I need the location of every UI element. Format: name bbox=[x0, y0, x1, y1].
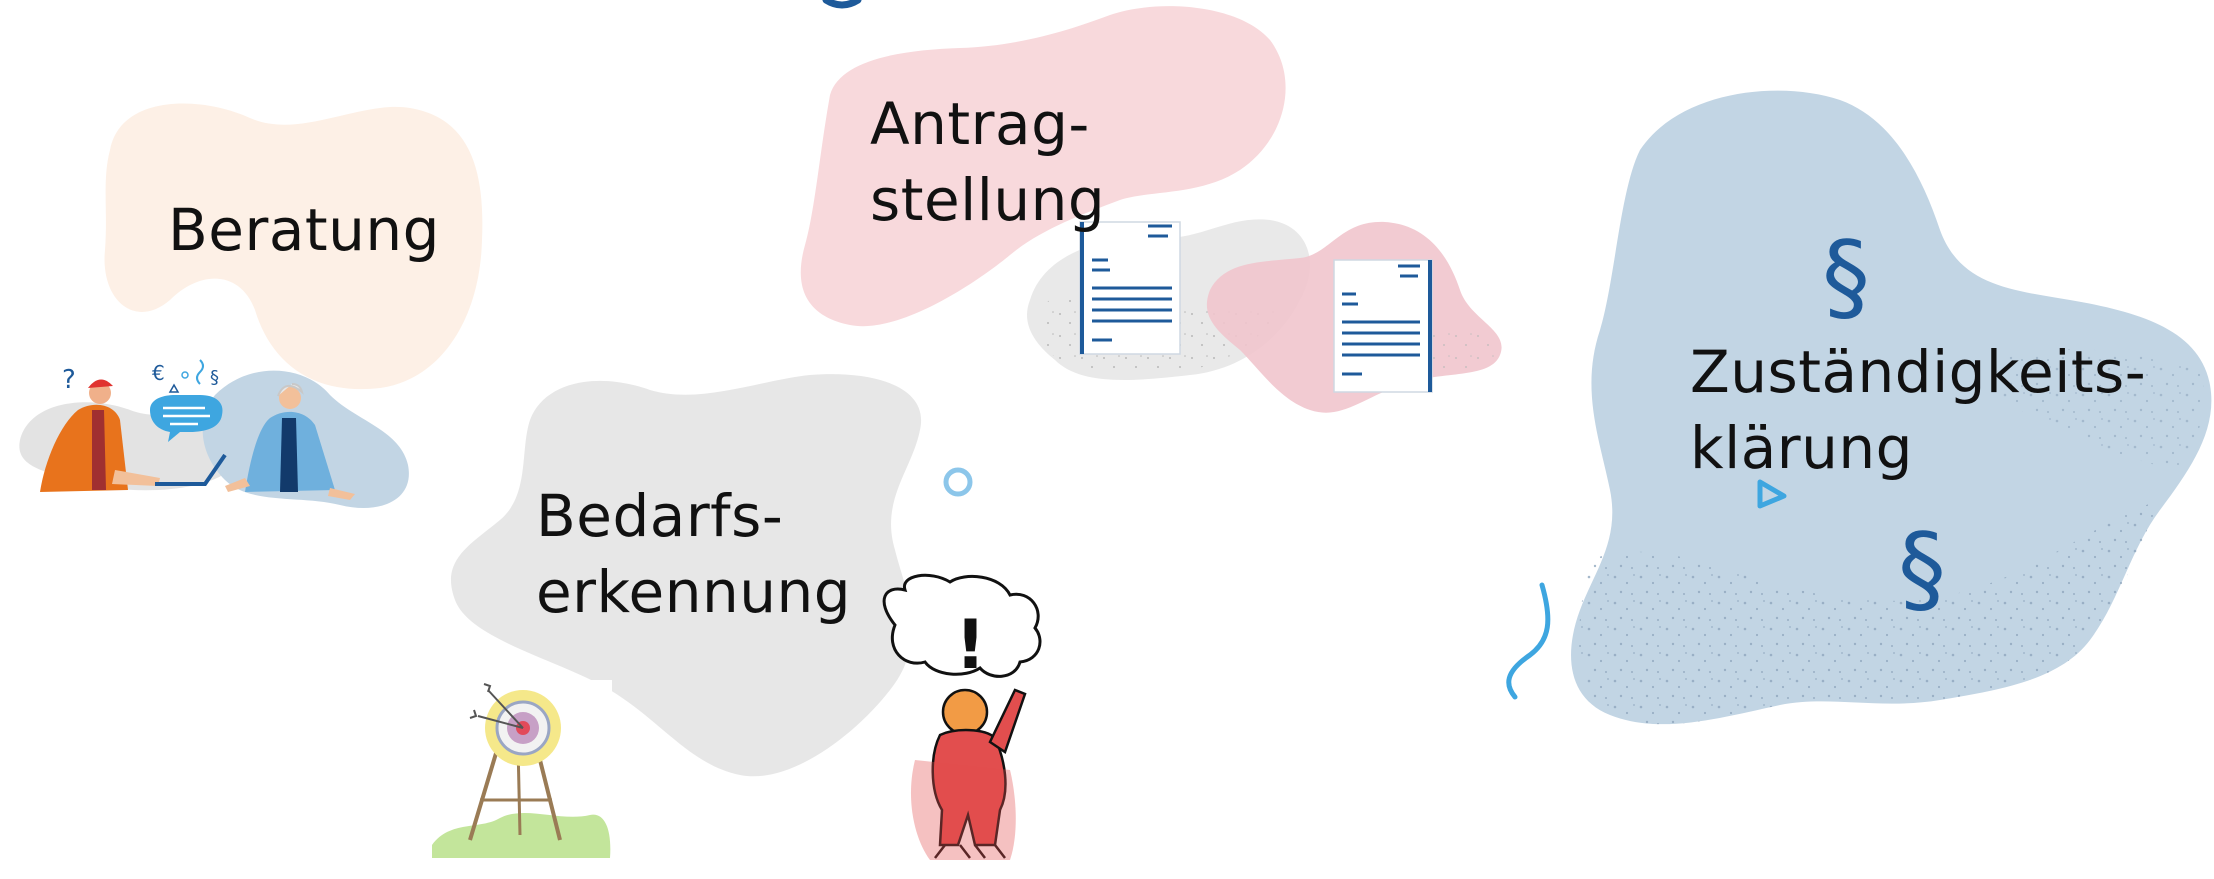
beratung-blob bbox=[104, 103, 483, 390]
small-ring bbox=[943, 467, 973, 497]
antragstellung-label: Antrag- stellung bbox=[870, 86, 1105, 238]
person-right-hair bbox=[277, 383, 304, 397]
squiggle-small bbox=[196, 359, 204, 385]
figure-scribble bbox=[910, 760, 1016, 860]
thought-bubble bbox=[882, 573, 1042, 678]
person-right-arm bbox=[225, 478, 250, 492]
beratung-label: Beratung bbox=[168, 192, 440, 268]
exclamation-figure-illustration: ! bbox=[882, 467, 1042, 860]
bedarf-blob bbox=[451, 374, 922, 777]
antragstellung-line-2: stellung bbox=[870, 166, 1106, 234]
target-easel-icon bbox=[432, 680, 612, 860]
circle-small bbox=[181, 371, 189, 379]
zustaendig-speckles-2 bbox=[2000, 349, 2204, 470]
paragraph-icon-1: § bbox=[1822, 221, 1870, 333]
paragraph-small-icon: § bbox=[210, 367, 219, 388]
bedarfserkennung-group: ! bbox=[432, 374, 1042, 860]
question-mark-icon: ? bbox=[62, 365, 76, 395]
person-left-arm bbox=[112, 470, 160, 486]
grass bbox=[432, 812, 611, 858]
antrag-blob bbox=[800, 6, 1286, 327]
triangle-small bbox=[168, 383, 180, 393]
bedarfserkennung-label: Bedarfs- erkennung bbox=[536, 478, 851, 630]
antragstellung-line-1: Antrag- bbox=[870, 90, 1090, 158]
laptop bbox=[155, 453, 227, 486]
figure-body bbox=[931, 728, 1007, 847]
bedarfserkennung-line-1: Bedarfs- bbox=[536, 482, 784, 550]
person-left-vest bbox=[92, 410, 106, 490]
document-icon-2 bbox=[1333, 259, 1433, 393]
paragraph-icon-2: § bbox=[1898, 513, 1946, 625]
zustaendigkeitsklaerung-label: Zuständigkeits- klärung bbox=[1690, 334, 2146, 486]
figure-legs bbox=[934, 844, 1006, 859]
bedarfserkennung-line-2: erkennung bbox=[536, 558, 852, 626]
beratung-group: ? € § bbox=[19, 103, 483, 509]
zustaendigkeitsklaerung-line-2: klärung bbox=[1690, 414, 1913, 482]
document-icon-1 bbox=[1079, 221, 1181, 355]
euro-icon: € bbox=[152, 361, 165, 385]
squiggle-line bbox=[1506, 582, 1551, 700]
antragstellung-group bbox=[800, 6, 1502, 413]
figure-arm bbox=[988, 688, 1027, 754]
exclamation-mark: ! bbox=[955, 606, 986, 685]
zustaendig-speckles bbox=[1578, 500, 2160, 725]
figure-head bbox=[941, 688, 989, 736]
person-left-body bbox=[40, 404, 128, 492]
top-decoration bbox=[822, 0, 862, 9]
zustaendigkeitsklaerung-group: § § bbox=[1506, 90, 2212, 725]
person-left-hair bbox=[88, 379, 113, 388]
person-left-head bbox=[89, 382, 111, 404]
consultation-people-illustration: ? € § bbox=[19, 359, 409, 509]
beratung-line-1: Beratung bbox=[168, 196, 440, 264]
triangle-icon bbox=[1757, 479, 1787, 509]
zustaendigkeitsklaerung-line-1: Zuständigkeits- bbox=[1690, 338, 2147, 406]
person-right-hand bbox=[328, 488, 355, 500]
person-right-coat bbox=[280, 418, 298, 492]
person-right-head bbox=[279, 387, 301, 409]
